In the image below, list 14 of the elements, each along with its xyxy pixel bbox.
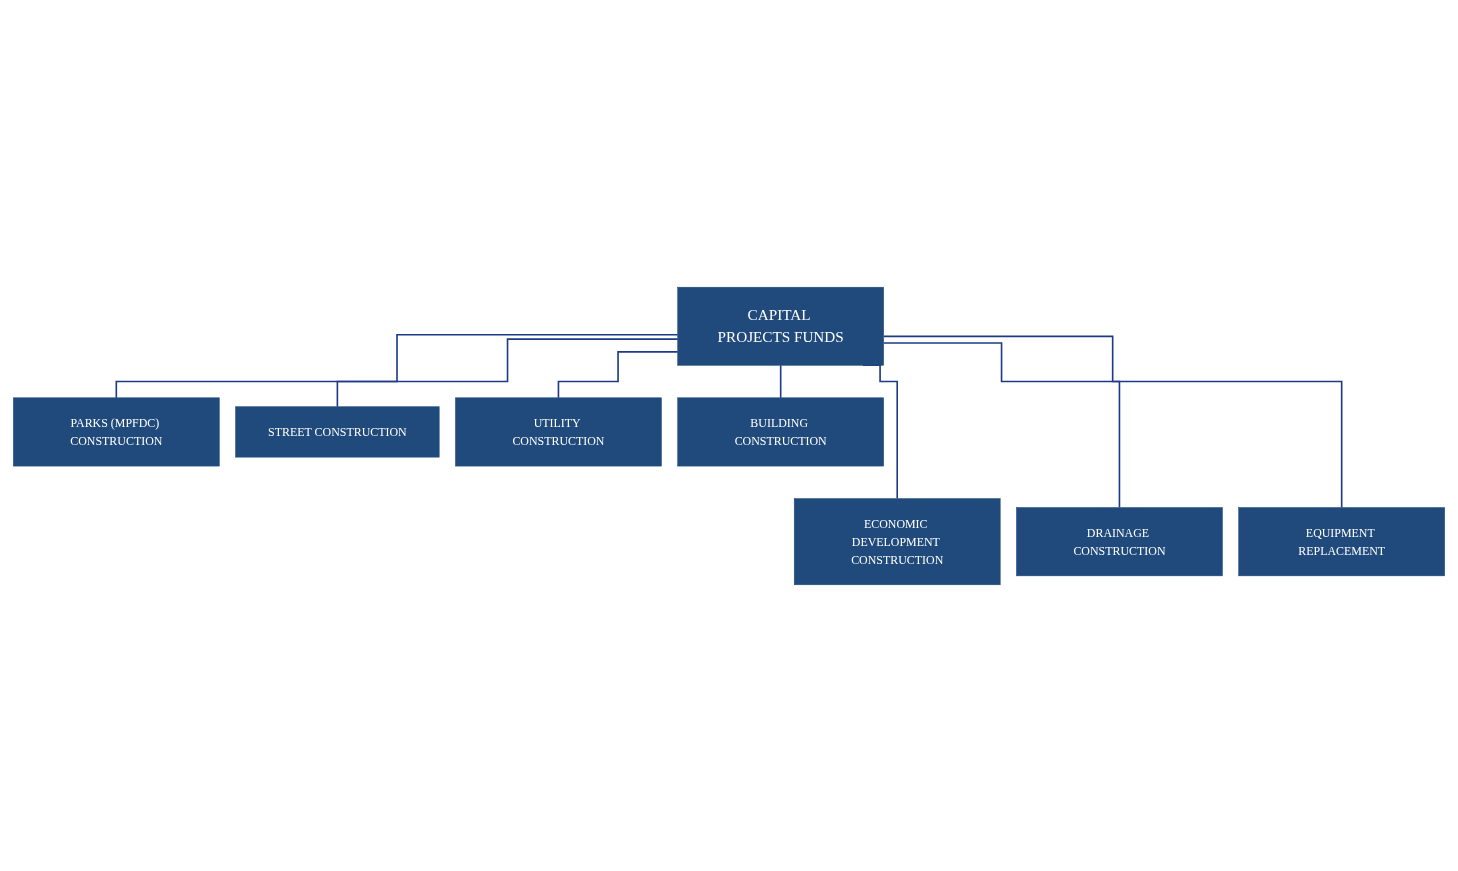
node-box: EQUIPMENT REPLACEMENT	[1238, 506, 1445, 576]
node-box: STREET CONSTRUCTION	[235, 405, 440, 457]
node-box: ECONOMIC DEVELOPMENT CONSTRUCTION	[793, 497, 1001, 585]
node-box: UTILITY CONSTRUCTION	[455, 397, 662, 466]
connector	[882, 335, 1343, 508]
connector	[336, 337, 679, 408]
connector	[779, 363, 782, 399]
node-box: BUILDING CONSTRUCTION	[677, 397, 884, 466]
connector	[115, 333, 679, 399]
connector	[882, 341, 1121, 508]
node-box: CAPITAL PROJECTS FUNDS	[677, 286, 884, 366]
connector	[557, 350, 679, 399]
node-box: PARKS (MPFDC) CONSTRUCTION	[13, 397, 220, 466]
node-box: DRAINAGE CONSTRUCTION	[1016, 506, 1223, 576]
